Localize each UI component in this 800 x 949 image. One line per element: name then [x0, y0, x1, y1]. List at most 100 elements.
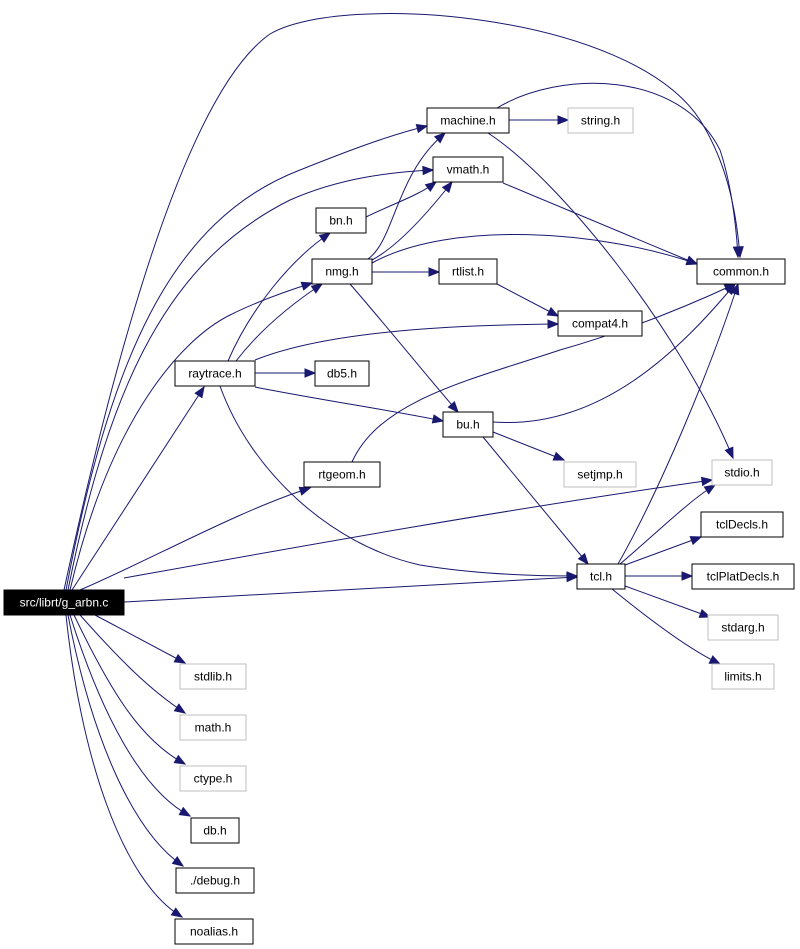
- node-box: [190, 817, 240, 844]
- node-label: db5.h: [327, 367, 357, 381]
- edge-arrowhead: [689, 536, 703, 546]
- node-box: [179, 765, 247, 792]
- node-vmath[interactable]: vmath.h: [432, 156, 504, 183]
- node-label: bn.h: [329, 214, 352, 228]
- node-label: rtlist.h: [452, 265, 484, 279]
- node-box: [175, 867, 255, 894]
- node-rtgeom[interactable]: rtgeom.h: [303, 461, 381, 488]
- node-label: tclPlatDecls.h: [707, 570, 780, 584]
- edge-arrowhead: [173, 703, 187, 714]
- node-label: tcl.h: [590, 570, 612, 584]
- node-machine[interactable]: machine.h: [426, 107, 510, 134]
- node-box: [696, 258, 786, 285]
- edge-line: [482, 436, 589, 565]
- edge-line: [67, 169, 434, 591]
- edge-line: [611, 588, 721, 665]
- node-compat4[interactable]: compat4.h: [557, 310, 643, 337]
- edge-raytrace-to-bu: [254, 386, 445, 424]
- node-debug[interactable]: ./debug.h: [175, 867, 255, 894]
- edge-root-to-debug: [67, 614, 185, 867]
- edge-arrowhead: [415, 123, 429, 134]
- edge-nmg-to-bu: [349, 283, 459, 414]
- edge-arrowhead: [304, 368, 317, 378]
- node-tclPlatDecls[interactable]: tclPlatDecls.h: [691, 563, 795, 590]
- edge-root-to-ctype: [73, 614, 187, 765]
- edge-line: [254, 323, 559, 361]
- edge-arrowhead: [724, 446, 734, 460]
- node-box: [711, 663, 775, 690]
- node-stdio: stdio.h: [711, 459, 773, 486]
- edge-arrowhead: [173, 754, 187, 765]
- node-bu[interactable]: bu.h: [442, 411, 494, 438]
- edge-line: [219, 385, 578, 577]
- node-box: [314, 360, 370, 387]
- node-ctype: ctype.h: [179, 765, 247, 792]
- edge-line: [227, 232, 331, 362]
- node-label: string.h: [581, 114, 620, 128]
- edge-arrowhead: [681, 571, 694, 581]
- edge-line: [65, 125, 428, 591]
- edge-line: [235, 283, 323, 362]
- node-tclDecls[interactable]: tclDecls.h: [700, 511, 784, 538]
- node-box: [3, 589, 125, 616]
- node-box: [438, 258, 498, 285]
- nodes-layer: src/librt/g_arbn.c machine.h string.h vmath…: [3, 107, 795, 945]
- edge-line: [492, 431, 565, 461]
- node-box: [442, 411, 494, 438]
- edge-root-to-db: [69, 614, 192, 817]
- edge-arrowhead: [433, 132, 447, 144]
- edge-nmg-to-common: [371, 233, 699, 266]
- node-box: [432, 156, 504, 183]
- edge-arrowhead: [428, 267, 441, 277]
- node-label: src/librt/g_arbn.c: [20, 596, 109, 610]
- edge-line: [349, 283, 459, 413]
- node-nmg[interactable]: nmg.h: [311, 258, 373, 285]
- edge-line: [254, 386, 444, 422]
- node-stdarg: stdarg.h: [707, 614, 779, 641]
- node-bn[interactable]: bn.h: [315, 207, 367, 234]
- node-box: [563, 461, 637, 488]
- node-common[interactable]: common.h: [696, 258, 786, 285]
- edge-root-to-machine: [65, 123, 429, 591]
- node-label: rtgeom.h: [318, 468, 365, 482]
- node-box: [691, 563, 795, 590]
- node-tcl[interactable]: tcl.h: [576, 563, 626, 590]
- node-root[interactable]: src/librt/g_arbn.c: [3, 589, 125, 616]
- edge-raytrace-to-bn: [227, 232, 332, 362]
- edge-arrowhead: [546, 306, 560, 317]
- node-box: [315, 207, 367, 234]
- edge-line: [69, 614, 191, 817]
- edge-line: [65, 614, 183, 918]
- edge-machine-to-common: [496, 82, 743, 259]
- node-raytrace[interactable]: raytrace.h: [174, 360, 256, 387]
- node-box: [557, 310, 643, 337]
- node-label: vmath.h: [447, 163, 490, 177]
- edge-arrowhead: [698, 608, 712, 618]
- node-box: [179, 714, 247, 741]
- node-label: limits.h: [724, 670, 761, 684]
- node-box: [174, 918, 254, 945]
- edge-line: [71, 386, 205, 591]
- node-label: bu.h: [456, 418, 479, 432]
- edge-arrowhead: [300, 281, 314, 291]
- edge-arrowhead: [547, 319, 560, 329]
- node-label: noalias.h: [190, 925, 238, 939]
- node-noalias[interactable]: noalias.h: [174, 918, 254, 945]
- edge-line: [624, 536, 702, 566]
- edge-arrowhead: [577, 552, 589, 566]
- edge-arrowhead: [178, 806, 192, 817]
- edge-tcl-to-tclPlatDecls: [625, 571, 694, 581]
- node-db5[interactable]: db5.h: [314, 360, 370, 387]
- node-box: [711, 459, 773, 486]
- edge-line: [123, 576, 578, 603]
- edge-line: [73, 614, 186, 765]
- node-db[interactable]: db.h: [190, 817, 240, 844]
- edges-layer: [63, 13, 744, 918]
- edge-arrowhead: [310, 283, 324, 294]
- edge-nmg-to-rtlist: [372, 267, 441, 277]
- node-rtlist[interactable]: rtlist.h: [438, 258, 498, 285]
- edge-machine-to-string: [509, 115, 570, 125]
- edge-raytrace-to-db5: [255, 368, 317, 378]
- node-label: compat4.h: [572, 317, 628, 331]
